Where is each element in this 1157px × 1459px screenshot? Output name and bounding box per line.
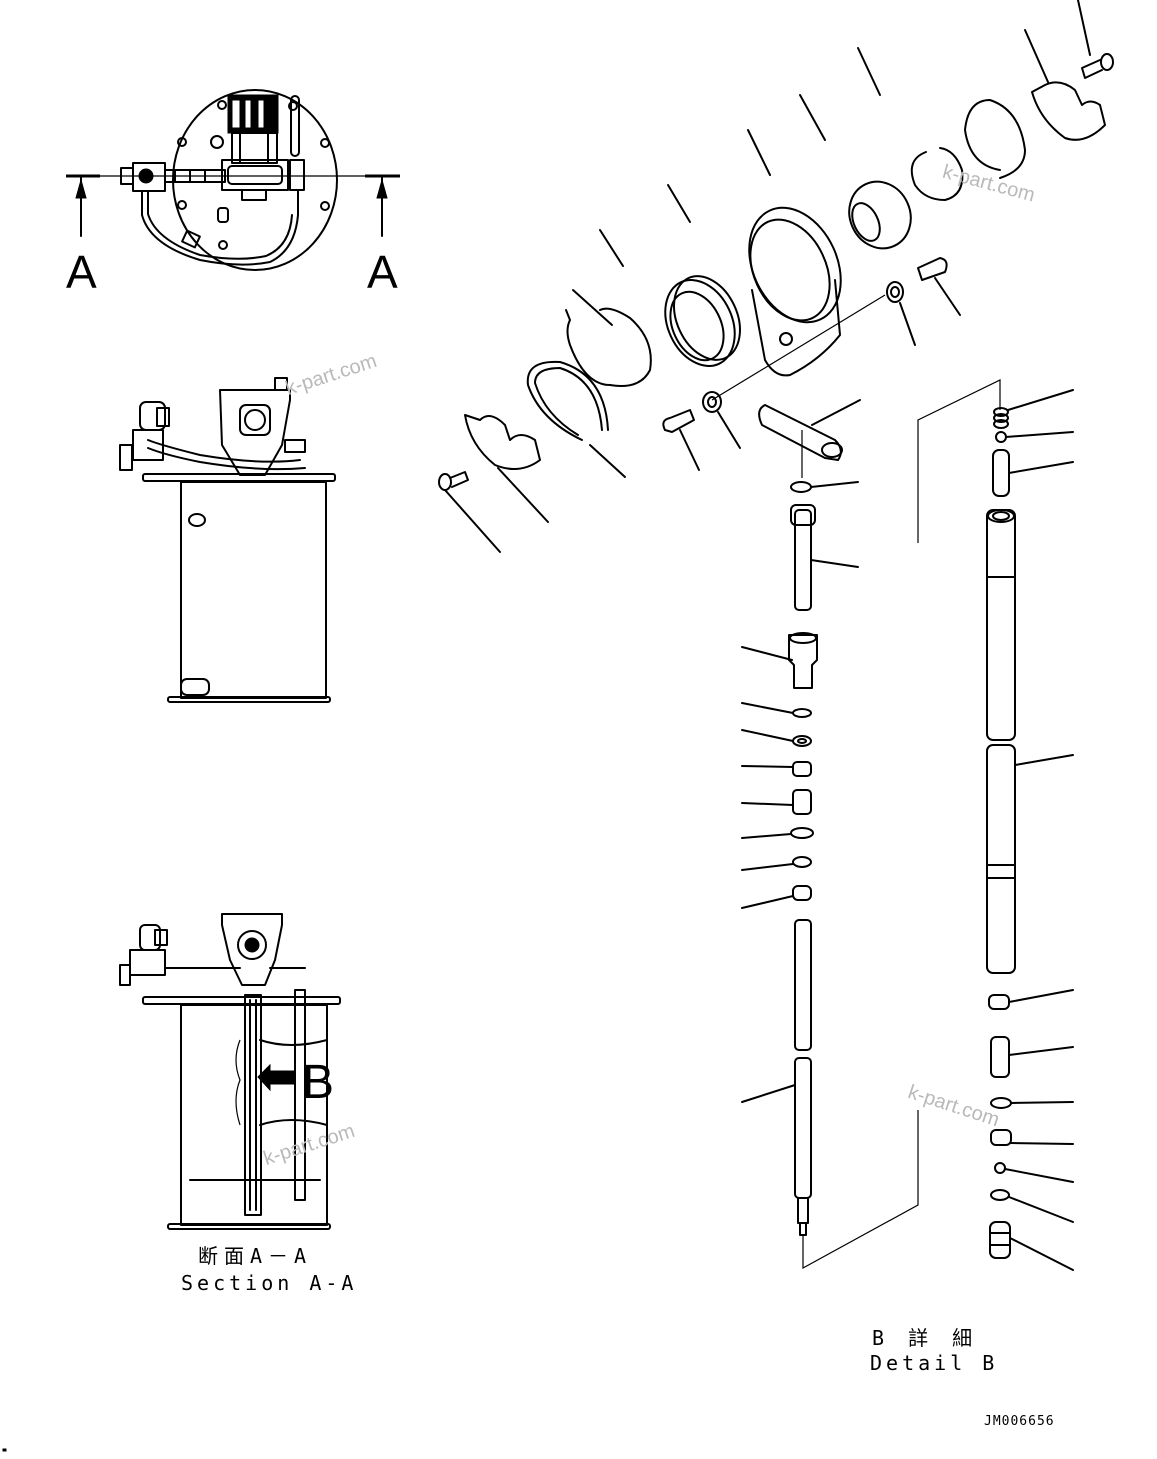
detail-caption-en: Detail B bbox=[870, 1351, 999, 1375]
detail-caption-jp: B 詳 細 bbox=[872, 1326, 979, 1350]
section-marker-a-right: A bbox=[367, 246, 398, 298]
corner-mark bbox=[2, 1448, 7, 1452]
detail-b-marker: B bbox=[302, 1056, 335, 1109]
exploded-column-left bbox=[741, 481, 919, 1270]
section-arrow-left-icon bbox=[75, 178, 87, 199]
section-caption-en: Section A-A bbox=[181, 1271, 358, 1295]
top-view bbox=[66, 89, 400, 271]
section-caption-jp: 断面A－A bbox=[198, 1244, 313, 1268]
section-marker-a-left: A bbox=[66, 246, 97, 298]
bolt-left bbox=[438, 471, 469, 491]
exploded-view-upper bbox=[438, 0, 1114, 553]
detail-b-arrow-icon bbox=[257, 1063, 296, 1092]
exploded-column-right bbox=[917, 379, 1074, 1271]
section-arrow-right-icon bbox=[376, 178, 388, 199]
side-view bbox=[119, 377, 336, 703]
bolt-top-right bbox=[1081, 53, 1114, 79]
section-a-a-view bbox=[119, 913, 341, 1230]
document-id: JM006656 bbox=[984, 1414, 1055, 1429]
